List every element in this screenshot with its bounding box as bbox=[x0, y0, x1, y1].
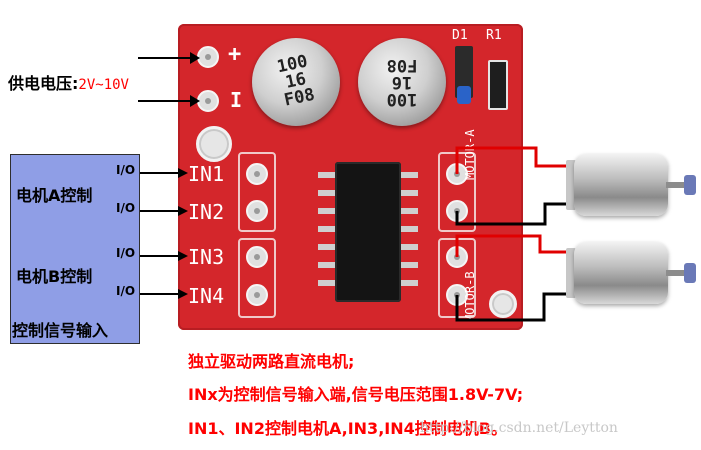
chip-pin bbox=[318, 280, 335, 286]
plus-silk-label: + bbox=[228, 42, 242, 67]
chip-pin bbox=[318, 226, 335, 232]
io-arrow-2-head bbox=[178, 206, 188, 216]
io-label-3: I/O bbox=[116, 246, 136, 260]
motor-b-knob bbox=[684, 263, 696, 283]
minus-silk-label: I bbox=[230, 88, 243, 112]
chip-pin bbox=[318, 172, 335, 178]
input-pad-in1 bbox=[246, 163, 268, 185]
watermark: http://blog.csdn.net/Leytton bbox=[420, 420, 618, 436]
input-pad-in3 bbox=[246, 246, 268, 268]
note-line-2: INx为控制信号输入端,信号电压范围1.8V-7V; bbox=[188, 385, 524, 404]
d1-silk-label: D1 bbox=[452, 28, 468, 43]
power-supply-text: 供电电压: bbox=[8, 74, 79, 93]
motor-b bbox=[574, 242, 668, 304]
motor-a-control-label: 电机A控制 bbox=[16, 186, 93, 205]
capacitor-right bbox=[358, 38, 446, 126]
power-supply-label: 供电电压:2V~10V bbox=[8, 70, 129, 94]
io-arrow-3-head bbox=[178, 251, 188, 261]
control-input-footer: 控制信号输入 bbox=[12, 321, 109, 340]
in2-label: IN2 bbox=[188, 200, 225, 224]
motor-a-black-wire bbox=[455, 202, 572, 226]
r1-silk-label: R1 bbox=[486, 28, 502, 43]
chip-pin bbox=[401, 280, 418, 286]
mounting-hole bbox=[489, 290, 517, 318]
chip-pin bbox=[401, 262, 418, 268]
power-arrow-plus-head bbox=[190, 52, 200, 64]
diode-d1 bbox=[455, 46, 473, 98]
input-pad-frame-b bbox=[238, 238, 276, 318]
motor-a-shaft bbox=[666, 182, 690, 188]
motor-a bbox=[574, 154, 668, 216]
motor-b-control-label: 电机B控制 bbox=[16, 267, 93, 286]
chip-pin bbox=[318, 262, 335, 268]
chip-pin bbox=[401, 190, 418, 196]
motor-b-end-cap bbox=[566, 248, 576, 298]
input-pad-in4 bbox=[246, 284, 268, 306]
io-label-1: I/O bbox=[116, 163, 136, 177]
io-arrow-1-head bbox=[178, 168, 188, 178]
chip-pin bbox=[318, 208, 335, 214]
io-label-2: I/O bbox=[116, 201, 136, 215]
control-signal-box bbox=[10, 154, 140, 344]
chip-pin bbox=[401, 244, 418, 250]
note-line-3: IN1、IN2控制电机A,IN3,IN4控制电机B。 bbox=[188, 419, 507, 438]
io-label-4: I/O bbox=[116, 284, 136, 298]
chip-pin bbox=[401, 208, 418, 214]
in1-label: IN1 bbox=[188, 162, 225, 186]
power-arrow-minus-head bbox=[190, 95, 200, 107]
motor-a-red-wire bbox=[455, 146, 572, 174]
chip-pin bbox=[401, 172, 418, 178]
in4-label: IN4 bbox=[188, 284, 225, 308]
in3-label: IN3 bbox=[188, 245, 225, 269]
motor-b-red-wire bbox=[455, 234, 572, 257]
input-pad-frame-a bbox=[238, 152, 276, 232]
resistor-r1 bbox=[488, 60, 508, 110]
capacitor-left bbox=[252, 38, 340, 126]
note-line-1: 独立驱动两路直流电机; bbox=[188, 352, 355, 371]
chip-pin bbox=[318, 190, 335, 196]
motor-b-black-wire bbox=[455, 292, 572, 322]
chip-pin bbox=[318, 244, 335, 250]
chip-pin bbox=[401, 226, 418, 232]
mounting-hole bbox=[196, 126, 232, 162]
power-supply-range: 2V~10V bbox=[78, 77, 129, 93]
motor-a-end-cap bbox=[566, 160, 576, 210]
io-arrow-4-head bbox=[178, 289, 188, 299]
motor-a-knob bbox=[684, 175, 696, 195]
input-pad-in2 bbox=[246, 200, 268, 222]
driver-chip bbox=[335, 162, 401, 302]
motor-b-shaft bbox=[666, 270, 690, 276]
led-indicator bbox=[457, 86, 471, 104]
